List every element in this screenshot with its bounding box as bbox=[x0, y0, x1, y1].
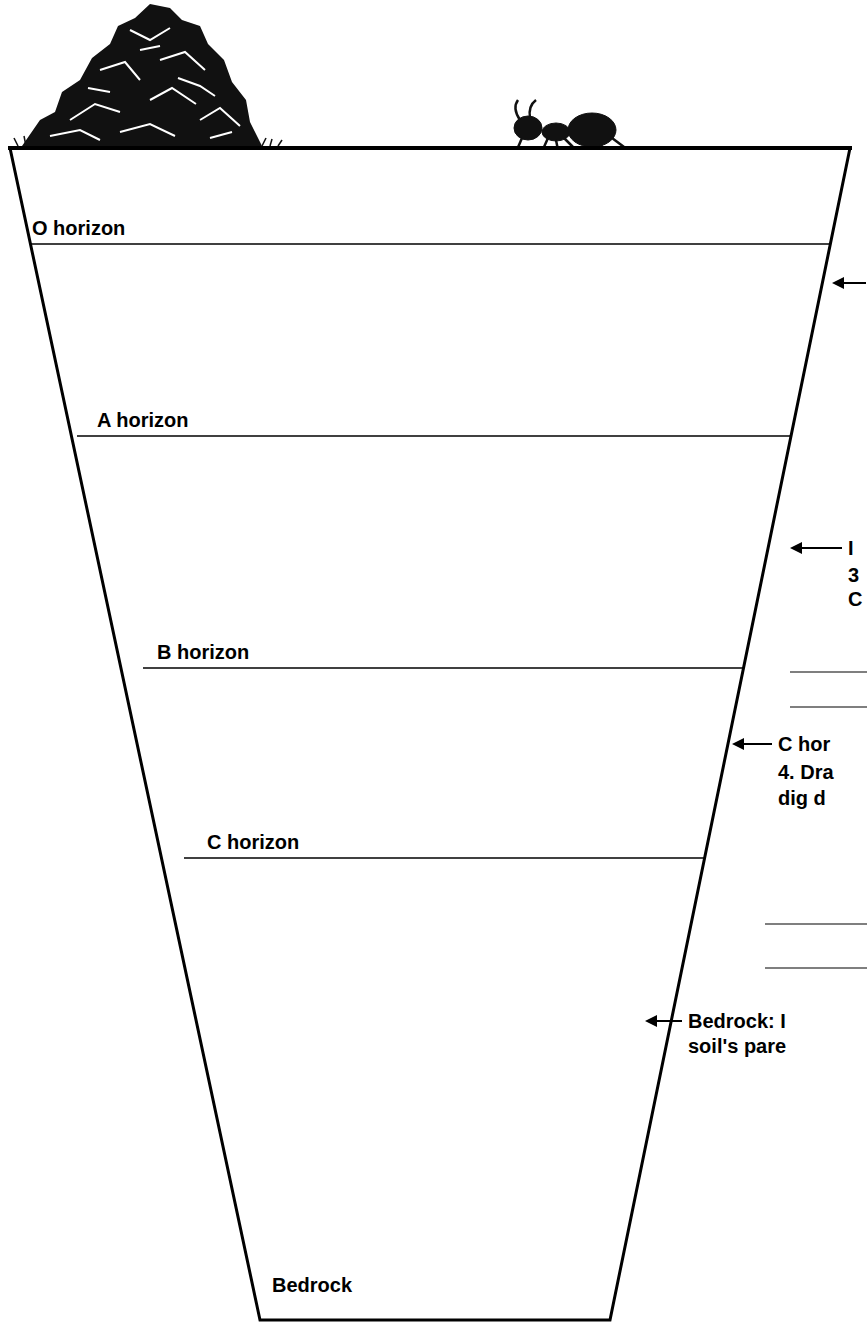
horizon-label: C horizon bbox=[207, 830, 705, 854]
answer-lines bbox=[765, 672, 867, 968]
leader-arrows bbox=[655, 283, 866, 1021]
callout-text: C hor bbox=[778, 732, 830, 756]
soil-horizon-band: C horizon bbox=[207, 670, 705, 857]
leaf-pile bbox=[14, 4, 282, 146]
callout-text: soil's pare bbox=[688, 1034, 786, 1058]
callout-text: Bedrock: I bbox=[688, 1009, 786, 1033]
callout-text: dig d bbox=[778, 786, 826, 810]
callout-text: 4. Dra bbox=[778, 760, 834, 784]
soil-horizon-band: Bedrock bbox=[272, 860, 610, 1300]
horizon-label: A horizon bbox=[97, 408, 795, 432]
horizon-dividers bbox=[31, 244, 830, 858]
callout-text: 3 bbox=[848, 563, 859, 587]
callout-text: C bbox=[848, 587, 862, 611]
ground-surface bbox=[8, 146, 852, 150]
soil-horizon-band: O horizon bbox=[32, 150, 830, 243]
horizon-label: Bedrock bbox=[272, 1273, 610, 1297]
arrow-heads bbox=[645, 277, 844, 1027]
soil-horizon-band: A horizon bbox=[97, 246, 795, 435]
horizon-label: O horizon bbox=[32, 216, 830, 240]
callout-text: I bbox=[848, 536, 854, 560]
horizon-label: B horizon bbox=[157, 640, 745, 664]
soil-horizon-band: B horizon bbox=[157, 438, 745, 667]
soil-profile-outline bbox=[10, 148, 850, 1320]
